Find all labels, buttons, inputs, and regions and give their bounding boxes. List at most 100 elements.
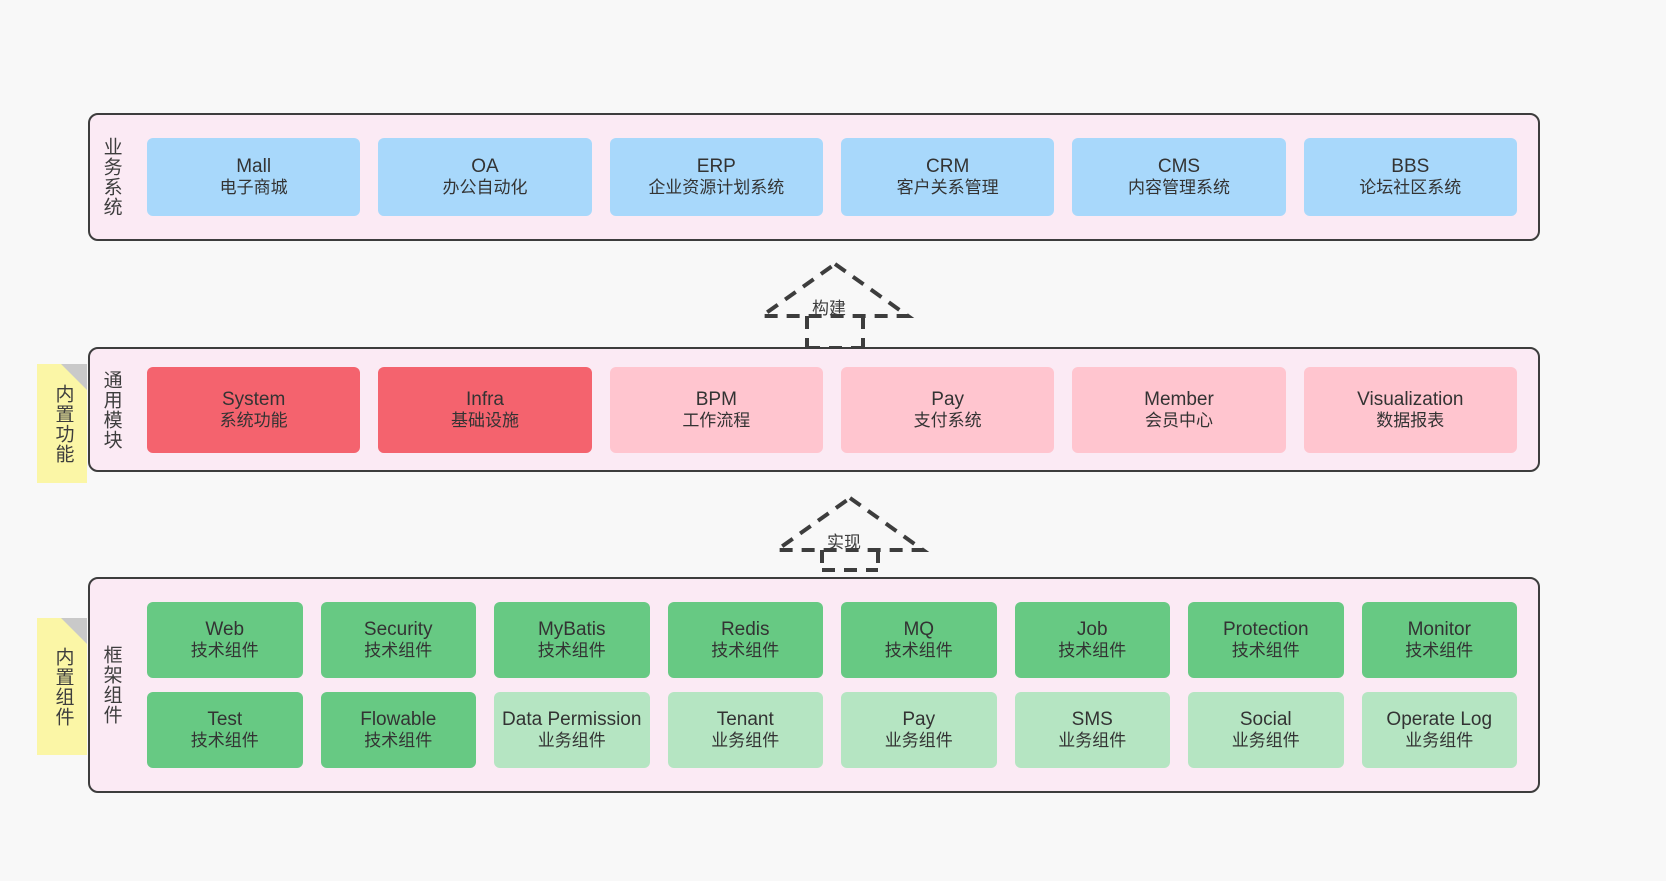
cell-name: ERP [696,156,736,178]
cell-name: MQ [903,619,935,641]
cell-name: Infra [465,388,504,410]
cell-description: 技术组件 [364,731,433,751]
cell-name: Security [363,619,433,641]
note-builtin-functions: 内置功能 [37,364,87,483]
cell-name: Web [205,619,245,641]
cell-name: Social [1239,709,1292,731]
cell-description: 电子商城 [219,178,288,198]
cell-description: 支付系统 [913,410,982,430]
cell-description: 技术组件 [537,641,606,661]
cell-name: BBS [1391,156,1430,178]
cell-name: Redis [720,619,770,641]
layer-common-modules-title: 通用模块 [100,369,122,450]
cell-name: Flowable [360,709,437,731]
cell-description: 技术组件 [190,731,259,751]
cell-description: 办公自动化 [442,178,528,198]
cell-description: 工作流程 [682,410,751,430]
cell-description: 业务组件 [1058,731,1127,751]
cell-description: 技术组件 [364,641,433,661]
cell-description: 业务组件 [884,731,953,751]
cell-name: Operate Log [1386,709,1493,731]
cell-description: 会员中心 [1144,410,1213,430]
cell-name: CRM [926,156,970,178]
cell-name: MyBatis [537,619,606,641]
cell-name: BPM [695,388,737,410]
cell-description: 基础设施 [450,410,519,430]
cell-description: 业务组件 [711,731,780,751]
cell-name: Test [207,709,243,731]
cell-name: Job [1076,619,1108,641]
cell-name: OA [471,156,499,178]
cell-description: 技术组件 [884,641,953,661]
arrow-build: 构建 [750,258,920,350]
cell-description: 系统功能 [219,410,288,430]
cell-description: 技术组件 [1405,641,1474,661]
cell-name: Protection [1222,619,1309,641]
cell-name: CMS [1157,156,1201,178]
cell-name: Mall [236,156,272,178]
cell-name: Member [1144,388,1214,410]
cell-name: System [221,388,286,410]
cell-description: 技术组件 [190,641,259,661]
cell-name: Pay [902,709,936,731]
cell-description: 论坛社区系统 [1359,178,1462,198]
cell-description: 业务组件 [1405,731,1474,751]
note-builtin-functions-label: 内置功能 [52,383,74,464]
layer-framework-components-title: 框架组件 [100,645,122,725]
arrow-implement: 实现 [765,492,935,572]
cell-description: 技术组件 [1058,641,1127,661]
cell-name: Pay [931,388,965,410]
cell-description: 客户关系管理 [896,178,999,198]
cell-name: SMS [1071,709,1113,731]
cell-description: 企业资源计划系统 [648,178,785,198]
layer-business-system-title: 业务系统 [100,137,122,217]
cell-description: 技术组件 [1231,641,1300,661]
cell-name: Visualization [1357,388,1464,410]
note-builtin-components-label: 内置组件 [52,646,74,727]
cell-name: Tenant [716,709,774,731]
cell-name: Data Permission [502,709,642,731]
cell-description: 数据报表 [1376,410,1445,430]
cell-name: Monitor [1407,619,1471,641]
arrow-build-label: 构建 [812,299,846,318]
cell-description: 内容管理系统 [1127,178,1230,198]
note-fold-corner-icon [61,618,87,644]
arrow-implement-label: 实现 [827,533,861,552]
